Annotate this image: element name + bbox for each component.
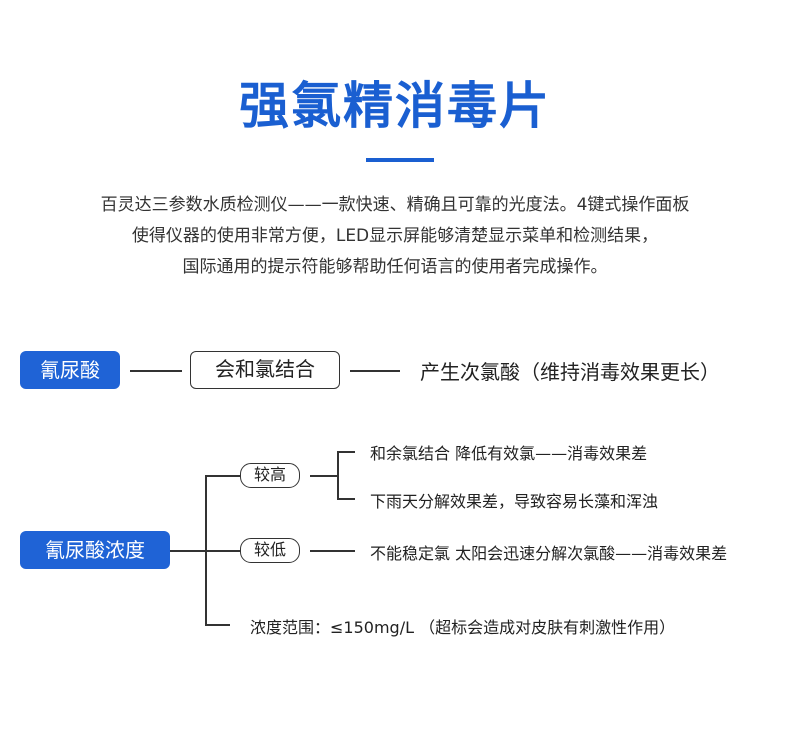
description-line-1: 百灵达三参数水质检测仪——一款快速、精确且可靠的光度法。4键式操作面板 <box>100 195 690 215</box>
hypochlorous-result-text: 产生次氯酸（维持消毒效果更长） <box>420 360 720 384</box>
high-effect-text-1: 和余氯结合 降低有效氯——消毒效果差 <box>370 444 648 463</box>
connector-line <box>350 370 400 372</box>
branch-line <box>205 475 240 477</box>
branch-line <box>310 550 355 552</box>
page-title: 强氯精消毒片 <box>239 77 551 135</box>
concentration-badge: 氰尿酸浓度 <box>20 531 170 569</box>
connector-line <box>170 550 206 552</box>
description-line-3: 国际通用的提示符能够帮助任何语言的使用者完成操作。 <box>182 257 608 277</box>
branch-line <box>205 624 230 626</box>
low-effect-text: 不能稳定氯 太阳会迅速分解次氯酸——消毒效果差 <box>370 544 728 563</box>
concentration-range-text: 浓度范围：≤150mg/L （超标会造成对皮肤有刺激性作用） <box>250 618 676 637</box>
branch-line <box>310 475 338 477</box>
description-line-2: 使得仪器的使用非常方便，LED显示屏能够清楚显示菜单和检测结果， <box>131 226 659 246</box>
branch-line <box>337 498 355 500</box>
title-underline <box>366 158 434 162</box>
high-label-pill: 较高 <box>240 463 300 488</box>
branch-fork-line <box>337 451 339 499</box>
high-effect-text-2: 下雨天分解效果差，导致容易长藻和浑浊 <box>370 492 659 511</box>
connector-line <box>130 370 182 372</box>
branch-line <box>337 451 355 453</box>
cyanuric-acid-badge: 氰尿酸 <box>20 351 120 389</box>
chlorine-binding-box: 会和氯结合 <box>190 351 340 389</box>
low-label-pill: 较低 <box>240 538 300 563</box>
branch-line <box>205 550 240 552</box>
